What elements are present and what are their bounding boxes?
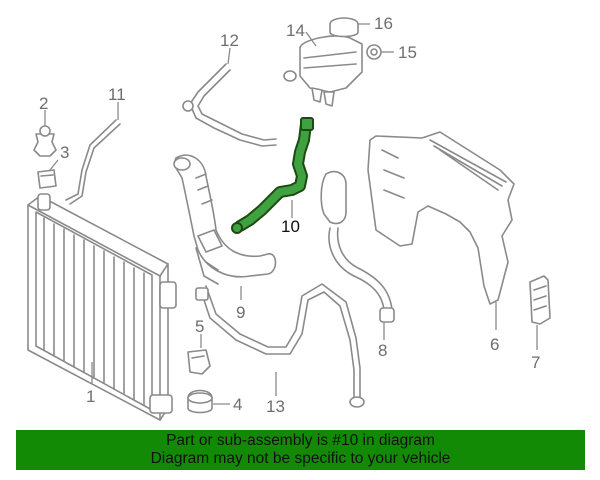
label-5: 5 [195,317,204,336]
hose-part-10-highlighted[interactable] [231,117,314,234]
banner-line-2: Diagram may not be specific to your vehi… [150,450,451,467]
hose-part-13[interactable] [195,283,365,408]
shroud-part-6[interactable] [367,131,515,305]
label-13: 13 [266,397,285,416]
label-10: 10 [281,217,300,236]
info-banner: Part or sub-assembly is #10 in diagram D… [16,430,585,470]
radiator-part-1[interactable] [27,193,177,421]
label-8: 8 [378,341,387,360]
tank-part-14[interactable] [283,35,363,107]
label-12: 12 [220,31,239,50]
sensor-part-5[interactable] [187,349,211,375]
label-1: 1 [86,387,95,406]
label-6: 6 [490,335,499,354]
label-9: 9 [236,303,245,322]
clip-part-2[interactable] [33,125,57,157]
label-7: 7 [531,353,540,372]
label-2: 2 [39,94,48,113]
line-part-11[interactable] [65,119,121,205]
bracket-part-7[interactable] [529,275,551,325]
banner-line-1: Part or sub-assembly is #10 in diagram [166,432,435,449]
tank-cap-part-16[interactable] [329,17,359,38]
hose-part-8[interactable] [320,170,395,323]
nut-part-15[interactable] [366,44,382,60]
hose-part-9[interactable] [173,154,277,285]
label-16: 16 [374,14,393,33]
callout-numbers: 1 2 3 4 5 6 7 8 9 10 11 12 13 14 15 16 [39,14,540,416]
label-3: 3 [60,143,69,162]
parts-diagram: 1 2 3 4 5 6 7 8 9 10 11 12 13 14 15 16 [27,14,551,421]
label-15: 15 [398,43,417,62]
cap-part-4[interactable] [187,389,213,414]
leader-lines [44,23,538,405]
label-11: 11 [108,85,126,104]
label-4: 4 [233,395,242,414]
hose-part-12[interactable] [182,63,277,147]
label-14: 14 [286,21,305,40]
mount-part-3[interactable] [37,169,57,189]
